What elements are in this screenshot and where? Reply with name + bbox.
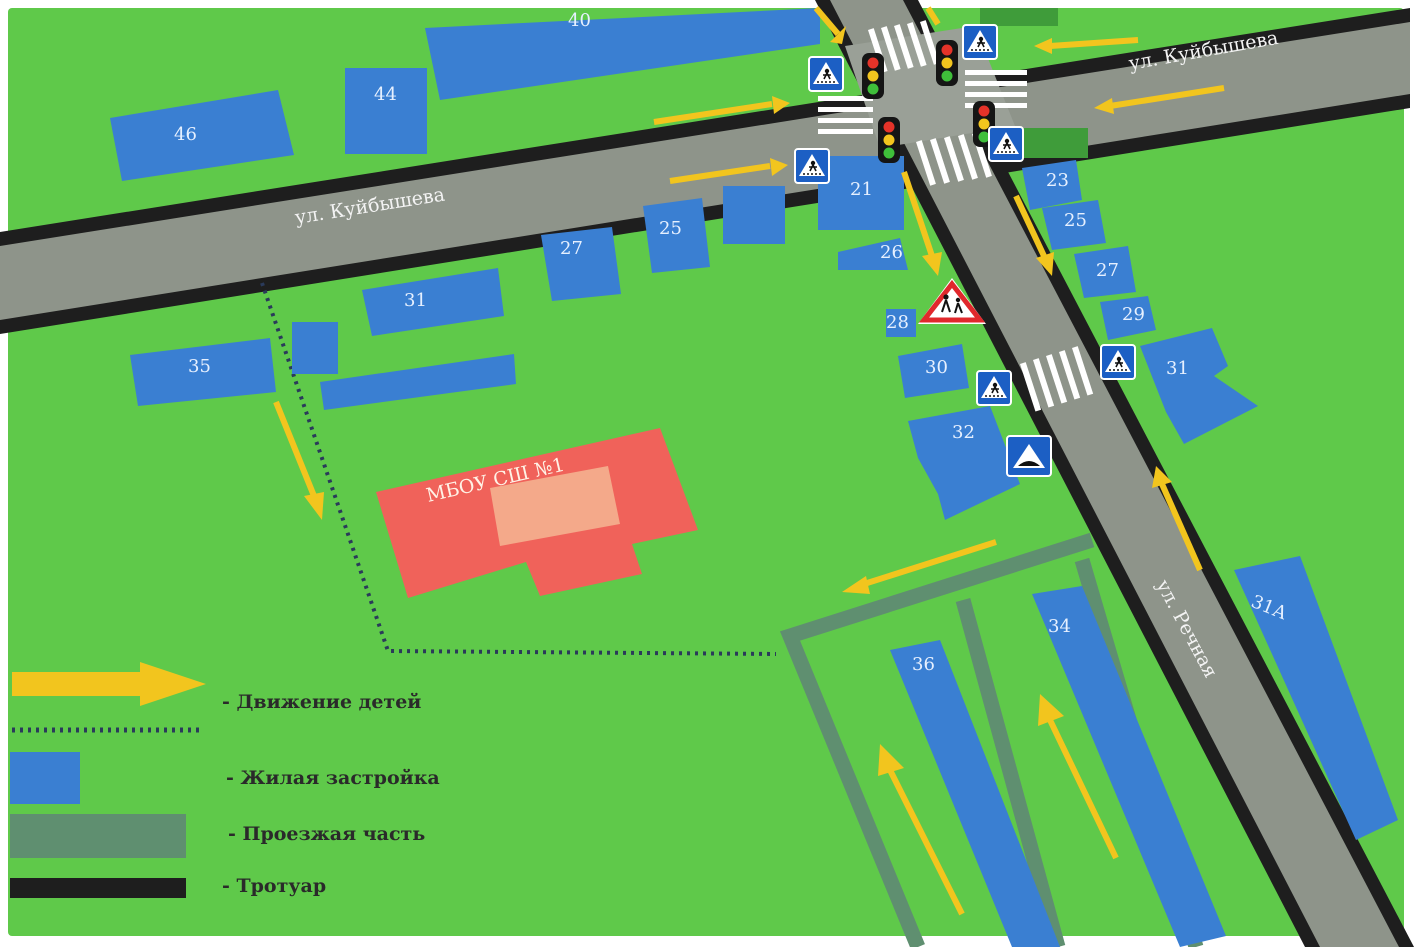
building-number: 27 — [560, 238, 583, 259]
building-21 — [818, 156, 904, 230]
children-movement-arrows — [273, 6, 1225, 916]
building-31-east — [1140, 328, 1258, 444]
building-east-small — [723, 186, 785, 244]
green-patch — [980, 8, 1058, 26]
building-number: 36 — [912, 654, 935, 675]
kuibysheva-street — [0, 8, 1410, 334]
crosswalk-rechnaya — [1019, 346, 1094, 412]
pedestrian-crossing-sign-icon — [988, 126, 1024, 162]
pedestrian-crossing-sign-icon — [1100, 344, 1136, 380]
traffic-light-icon — [936, 40, 958, 86]
building-number: 23 — [1046, 170, 1069, 191]
building-number: 34 — [1048, 616, 1071, 637]
traffic-light-icon — [878, 117, 900, 163]
green-patch — [1022, 128, 1088, 158]
crosswalk-east — [965, 70, 1027, 108]
legend-label: - Движение детей — [222, 691, 421, 713]
building-40 — [425, 8, 820, 100]
legend-label: - Тротуар — [222, 875, 326, 897]
legend-item-residential: - Жилая застройка — [10, 752, 440, 804]
crosswalk-west — [818, 96, 873, 134]
building-long-lower — [320, 354, 516, 410]
building-number: 25 — [1064, 210, 1087, 231]
building-34 — [1032, 586, 1226, 947]
residential-buildings — [110, 8, 1398, 947]
building-25-west — [643, 198, 710, 273]
building-32 — [908, 406, 1020, 520]
legend-label: - Жилая застройка — [226, 767, 440, 789]
children-warning-sign-icon — [918, 278, 986, 324]
building-number: 31 — [1166, 358, 1189, 379]
pedestrian-crossing-sign-icon — [976, 370, 1012, 406]
building-number: 26 — [880, 242, 903, 263]
building-46 — [110, 90, 294, 181]
legend-label: - Проезжая часть — [228, 823, 425, 845]
building-number: 40 — [568, 10, 591, 31]
building-36 — [890, 640, 1060, 947]
school-building: МБОУ СШ №1 — [376, 428, 698, 598]
legend-item-sidewalk: - Тротуар — [10, 875, 326, 898]
legend-item-children-movement: - Движение детей — [12, 662, 421, 713]
building-number: 31 — [404, 290, 427, 311]
building-25-east — [1042, 200, 1106, 250]
building-23 — [1022, 160, 1082, 210]
building-31a — [1234, 556, 1398, 840]
building-number: 21 — [850, 179, 873, 200]
children-walkway — [260, 282, 777, 656]
legend: - Движение детей - Жилая застройка - Про… — [10, 662, 440, 898]
building-27-east — [1074, 246, 1136, 298]
building-28 — [886, 309, 916, 337]
traffic-light-icon — [862, 53, 884, 99]
pedestrian-crossing-sign-icon — [794, 148, 830, 184]
building-number: 25 — [659, 218, 682, 239]
building-30 — [898, 344, 969, 398]
building-31-west — [362, 268, 504, 336]
building-number: 27 — [1096, 260, 1119, 281]
crosswalk-south — [916, 132, 992, 186]
building-west-small — [292, 322, 338, 374]
building-number: 46 — [174, 124, 197, 145]
legend-item-roadway: - Проезжая часть — [10, 814, 425, 858]
building-number: 44 — [374, 84, 397, 105]
building-number: 35 — [188, 356, 211, 377]
speed-bump-sign-icon — [1006, 435, 1052, 477]
building-27-west — [541, 227, 621, 301]
building-35 — [130, 338, 276, 406]
rechnaya-street — [815, 0, 1414, 947]
building-number: 29 — [1122, 304, 1145, 325]
building-29 — [1100, 296, 1156, 340]
pedestrian-crossing-sign-icon — [808, 56, 844, 92]
pedestrian-crossing-sign-icon — [962, 24, 998, 60]
building-number: 28 — [886, 312, 909, 333]
building-26 — [838, 238, 908, 270]
building-number: 30 — [925, 357, 948, 378]
building-number: 32 — [952, 422, 975, 443]
building-44 — [345, 68, 427, 154]
